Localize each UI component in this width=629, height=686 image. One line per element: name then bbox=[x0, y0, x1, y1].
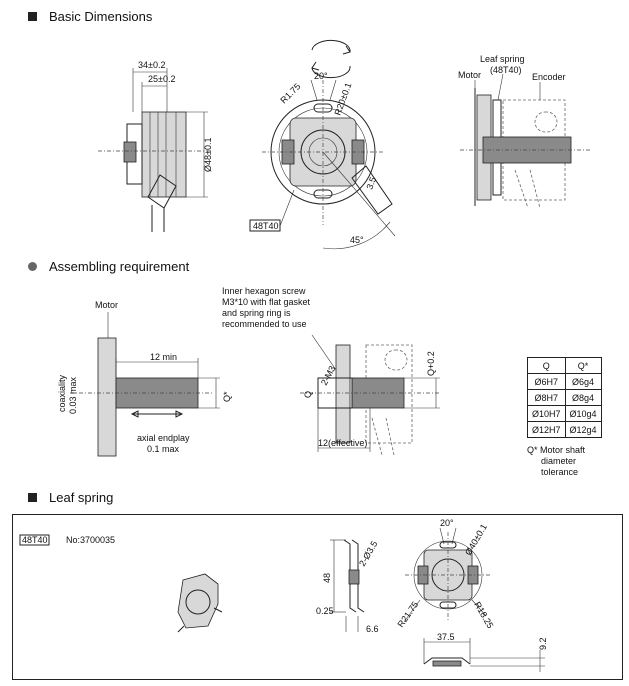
table-header-row: Q Q* bbox=[527, 357, 602, 374]
encoder-mounted-view bbox=[460, 73, 590, 209]
table-header: Q bbox=[527, 357, 566, 374]
dim-12-effective: 12(effective) bbox=[318, 438, 367, 448]
leaf-tag-48t40: 48T40 bbox=[22, 535, 48, 545]
table-row: Ø8H7 Ø8g4 bbox=[527, 389, 602, 406]
section-dot-icon bbox=[28, 262, 37, 271]
section-title: Leaf spring bbox=[49, 490, 114, 505]
encoder-front-view bbox=[249, 39, 396, 250]
dim-35: 3.5 bbox=[364, 176, 378, 191]
leaf-part-number: No:3700035 bbox=[66, 535, 115, 545]
section-square-icon bbox=[28, 493, 37, 502]
dim-25: 25±0.2 bbox=[148, 74, 175, 84]
table-cell: Ø12g4 bbox=[564, 421, 602, 438]
label-axial-endplay: axial endplay bbox=[137, 433, 190, 443]
dim-48: Ø48±0.1 bbox=[203, 138, 213, 172]
dim-leaf-025: 0.25 bbox=[316, 606, 334, 616]
section-assembling: Assembling requirement bbox=[28, 259, 189, 274]
section-square-icon bbox=[28, 12, 37, 21]
section-title: Basic Dimensions bbox=[49, 9, 153, 24]
note-line: diameter bbox=[541, 456, 577, 466]
label-coaxiality: coaxiality bbox=[57, 374, 67, 412]
section-leaf-spring: Leaf spring bbox=[28, 490, 113, 505]
angle-leaf-20: 20° bbox=[440, 518, 454, 528]
leaf-spring-front-view bbox=[403, 527, 492, 623]
assembly-section-view bbox=[300, 334, 440, 456]
radius-20: R20±0.1 bbox=[332, 81, 353, 116]
part-tag-48t40: 48T40 bbox=[253, 221, 279, 231]
table-cell: Ø6g4 bbox=[564, 373, 602, 390]
screw-note-line-3: and spring ring is bbox=[222, 308, 291, 318]
note-line: tolerance bbox=[541, 467, 579, 477]
tolerance-note: Q* Motor shaft diameter tolerance bbox=[527, 445, 585, 478]
label-encoder: Encoder bbox=[532, 72, 566, 82]
dim-12-min: 12 min bbox=[150, 352, 177, 362]
label-q-star: Q* bbox=[222, 391, 232, 402]
table-row: Ø12H7 Ø12g4 bbox=[527, 421, 602, 438]
label-q: Q bbox=[303, 391, 313, 398]
table-header: Q* bbox=[564, 357, 602, 374]
dim-leaf-92: 9.2 bbox=[538, 637, 548, 650]
axial-endplay-value: 0.1 max bbox=[147, 444, 180, 454]
dim-leaf-66: 6.6 bbox=[366, 624, 379, 634]
leaf-spring-bottom-view bbox=[423, 638, 545, 672]
note-line: Q* Motor shaft bbox=[527, 445, 586, 455]
angle-20: 20° bbox=[314, 71, 328, 81]
table-cell: Ø8H7 bbox=[527, 389, 566, 406]
dim-leaf-375: 37.5 bbox=[437, 632, 455, 642]
table-row: Ø10H7 Ø10g4 bbox=[527, 405, 602, 422]
coaxiality-value: 0.03 max bbox=[68, 376, 78, 414]
label-2-m3: 2-M3 bbox=[319, 364, 337, 387]
section-basic-dimensions: Basic Dimensions bbox=[28, 9, 152, 24]
dim-leaf-48: 48 bbox=[322, 573, 332, 583]
screw-note-line-4: recommended to use bbox=[222, 319, 307, 329]
angle-45: 45° bbox=[350, 235, 364, 245]
table-cell: Ø10H7 bbox=[527, 405, 566, 422]
label-leaf-spring: Leaf spring bbox=[480, 54, 525, 64]
table-cell: Ø6H7 bbox=[527, 373, 566, 390]
motor-shaft-view bbox=[70, 312, 220, 457]
tolerance-table: Q Q* Ø6H7 Ø6g4 Ø8H7 Ø8g4 Ø10H7 Ø10g4 Ø12… bbox=[527, 357, 602, 438]
section-title: Assembling requirement bbox=[49, 259, 190, 274]
table-cell: Ø8g4 bbox=[564, 389, 602, 406]
label-motor: Motor bbox=[458, 70, 481, 80]
table-row: Ø6H7 Ø6g4 bbox=[527, 373, 602, 390]
encoder-side-view bbox=[98, 68, 212, 232]
screw-note-line-2: M3*10 with flat gasket bbox=[222, 297, 311, 307]
leaf-spring-3d-view bbox=[177, 573, 223, 633]
label-leaf-spring-code: (48T40) bbox=[490, 65, 522, 75]
leaf-spring-side-view bbox=[330, 539, 365, 632]
leaf-spring-frame bbox=[12, 514, 623, 680]
label-motor-assembly: Motor bbox=[95, 300, 118, 310]
dim-34: 34±0.2 bbox=[138, 60, 165, 70]
table-cell: Ø12H7 bbox=[527, 421, 566, 438]
table-cell: Ø10g4 bbox=[564, 405, 602, 422]
radius-175: R1.75 bbox=[278, 81, 302, 105]
label-q-plus: Q+0.2 bbox=[426, 351, 436, 376]
screw-note-line-1: Inner hexagon screw bbox=[222, 286, 306, 296]
